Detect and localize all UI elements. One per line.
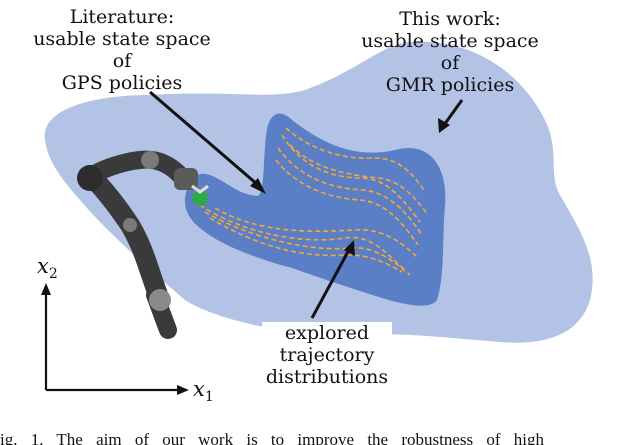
robot-arm-joint	[141, 151, 159, 169]
explored-arrow-line	[310, 247, 352, 319]
figure-caption: ig. 1. The aim of our work is to improve…	[0, 430, 544, 445]
trajectory	[204, 211, 411, 276]
explored-arrowhead	[344, 240, 355, 256]
y-axis-label: x2	[37, 254, 58, 282]
x-axis-symbol: x	[193, 377, 205, 401]
this-work-label-line2: usable state space of	[361, 30, 539, 74]
x-axis-arrowhead	[177, 385, 189, 395]
literature-arrow-line	[149, 90, 259, 187]
coordinate-axes	[41, 283, 189, 395]
y-axis-symbol: x	[37, 254, 49, 278]
trajectory-distributions	[199, 127, 429, 276]
this-work-label: This work: usable state space of GMR pol…	[350, 8, 550, 96]
this-work-label-line3: GMR policies	[385, 74, 515, 96]
gps-state-space-region	[184, 113, 446, 306]
literature-arrowhead	[250, 178, 266, 194]
gripper-ball	[192, 190, 208, 206]
explored-label-line2: trajectory	[279, 344, 375, 366]
explored-label-line3: distributions	[265, 366, 389, 388]
robot-arm	[77, 150, 209, 339]
trajectory	[214, 207, 419, 259]
trajectory	[275, 159, 419, 246]
y-axis-index: 2	[48, 266, 58, 283]
x-axis-index: 1	[204, 389, 214, 406]
trajectory	[289, 144, 429, 216]
this-work-arrow-line	[442, 99, 464, 126]
literature-label-line1: Literature:	[69, 6, 175, 28]
robot-arm-joint	[77, 165, 103, 191]
literature-label-line3: GPS policies	[61, 72, 183, 94]
robot-arm-joint	[149, 289, 171, 311]
literature-label-line2: usable state space of	[33, 28, 211, 72]
explored-label-line1: explored	[284, 322, 370, 344]
trajectory	[277, 147, 423, 236]
literature-label: Literature: usable state space of GPS po…	[22, 6, 222, 94]
robot-arm-wrist	[174, 168, 198, 190]
annotation-arrows	[149, 90, 464, 319]
trajectory	[199, 204, 406, 271]
robot-arm-joint	[123, 218, 137, 232]
this-work-label-line1: This work:	[399, 8, 501, 30]
this-work-arrowhead	[438, 118, 450, 133]
explored-label: explored trajectory distributions	[262, 322, 392, 388]
trajectory	[285, 127, 426, 193]
gripper-fingers	[191, 184, 209, 194]
y-axis-arrowhead	[41, 283, 51, 295]
x-axis-label: x1	[193, 377, 214, 405]
